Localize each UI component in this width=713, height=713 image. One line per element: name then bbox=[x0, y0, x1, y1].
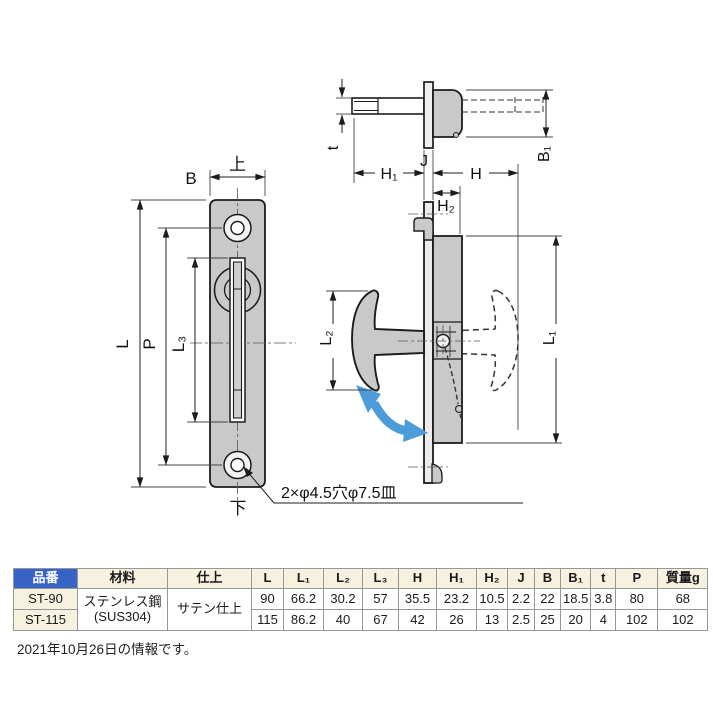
dim-band: H₁ H J H₂ bbox=[353, 118, 519, 430]
technical-drawing: B 上 L P L₃ 下 2×φ4.5穴φ7.5皿 bbox=[113, 79, 564, 518]
value-cell: 35.5 bbox=[398, 588, 437, 610]
value-cell: 13 bbox=[476, 609, 508, 631]
value-cell: 3.8 bbox=[590, 588, 617, 610]
value-cell: 102 bbox=[615, 609, 659, 631]
col-header-H1: H₁ bbox=[436, 568, 477, 589]
dim-B1: B₁ bbox=[466, 89, 553, 162]
top-view: t B₁ bbox=[325, 79, 553, 162]
bottom-foot bbox=[431, 463, 443, 484]
dim-L2: L₂ bbox=[318, 290, 372, 391]
col-header-mass: 質量g bbox=[657, 568, 709, 589]
dim-L3: L₃ bbox=[169, 257, 228, 423]
spring-arm-dashed bbox=[444, 347, 464, 421]
value-cell: 23.2 bbox=[436, 588, 477, 610]
label-bottom: 下 bbox=[230, 499, 247, 518]
value-cell: 86.2 bbox=[283, 609, 324, 631]
value-cell: 4 bbox=[590, 609, 617, 631]
dim-H1: H₁ bbox=[381, 166, 398, 183]
part-no-cell: ST-90 bbox=[13, 588, 78, 610]
value-cell: 80 bbox=[615, 588, 659, 610]
handle-open-solid bbox=[351, 289, 425, 392]
table-row-st90: ST-90 ステンレス鋼 (SUS304) サテン仕上 90 66.2 30.2… bbox=[13, 588, 709, 631]
svg-text:P: P bbox=[140, 338, 159, 349]
top-handle-bar bbox=[351, 97, 425, 115]
col-header-part-no: 品番 bbox=[13, 568, 78, 589]
svg-text:L: L bbox=[113, 339, 132, 348]
dim-L1: L₁ bbox=[466, 235, 564, 444]
col-header-L1: L₁ bbox=[283, 568, 324, 589]
side-view: L₂ L₁ bbox=[318, 201, 564, 484]
hidden-screw-lines bbox=[462, 97, 544, 115]
dim-B: B bbox=[185, 169, 266, 196]
dim-L: L bbox=[113, 199, 206, 488]
dim-t: t bbox=[325, 79, 352, 150]
handle-edge bbox=[232, 261, 243, 419]
side-plate bbox=[423, 201, 434, 484]
value-cell: 2.2 bbox=[507, 588, 535, 610]
screw-hole-bottom bbox=[223, 450, 252, 480]
svg-text:t: t bbox=[325, 145, 342, 150]
col-header-P: P bbox=[615, 568, 659, 589]
svg-text:B₁: B₁ bbox=[536, 146, 553, 162]
spec-table: 品番 材料 仕上 L L₁ L₂ L₃ H H₁ H₂ J B B₁ t P 質… bbox=[13, 568, 709, 631]
value-cell: 20 bbox=[559, 609, 592, 631]
col-header-J: J bbox=[507, 568, 535, 589]
col-header-L: L bbox=[251, 568, 284, 589]
col-header-finish: 仕上 bbox=[167, 568, 252, 589]
value-cell: 57 bbox=[362, 588, 399, 610]
col-header-B1: B₁ bbox=[559, 568, 592, 589]
pivot-centerlines bbox=[398, 213, 480, 468]
dim-P: P bbox=[140, 227, 222, 466]
col-header-H2: H₂ bbox=[476, 568, 508, 589]
value-cell: 22 bbox=[534, 588, 561, 610]
value-cell: 42 bbox=[398, 609, 437, 631]
svg-text:L₁: L₁ bbox=[541, 331, 558, 345]
value-cell: 26 bbox=[436, 609, 477, 631]
part-no-cell: ST-115 bbox=[13, 609, 78, 631]
table-row-st115: ST-115 115 86.2 40 67 42 26 13 2.5 25 20… bbox=[13, 609, 709, 631]
top-body bbox=[432, 89, 463, 138]
top-hook bbox=[413, 217, 434, 241]
info-date-note: 2021年10月26日の情報です。 bbox=[17, 642, 198, 657]
dim-H: H bbox=[470, 166, 482, 183]
material-line1: ステンレス鋼 bbox=[83, 594, 162, 610]
finish-cell: サテン仕上 bbox=[167, 588, 252, 631]
value-cell: 67 bbox=[362, 609, 399, 631]
value-cell: 25 bbox=[534, 609, 561, 631]
col-header-L3: L₃ bbox=[362, 568, 399, 589]
svg-text:B: B bbox=[185, 169, 196, 188]
svg-text:L₃: L₃ bbox=[169, 336, 188, 352]
value-cell: 30.2 bbox=[323, 588, 363, 610]
svg-text:2×φ4.5穴φ7.5皿: 2×φ4.5穴φ7.5皿 bbox=[281, 484, 396, 502]
material-line2: (SUS304) bbox=[93, 608, 152, 624]
value-cell: 10.5 bbox=[476, 588, 508, 610]
col-header-H: H bbox=[398, 568, 437, 589]
value-cell: 66.2 bbox=[283, 588, 324, 610]
col-header-B: B bbox=[534, 568, 561, 589]
value-cell: 115 bbox=[251, 609, 284, 631]
dim-J: J bbox=[420, 153, 428, 170]
hole-note: 2×φ4.5穴φ7.5皿 bbox=[243, 466, 523, 504]
front-view: B 上 L P L₃ 下 2×φ4.5穴φ7.5皿 bbox=[113, 155, 523, 518]
col-header-material: 材料 bbox=[77, 568, 168, 589]
value-cell: 40 bbox=[323, 609, 363, 631]
label-top: 上 bbox=[229, 155, 246, 174]
handle-folded-dashed bbox=[445, 289, 519, 392]
value-cell: 90 bbox=[251, 588, 284, 610]
table-header-row: 品番 材料 仕上 L L₁ L₂ L₃ H H₁ H₂ J B B₁ t P 質… bbox=[13, 568, 709, 589]
svg-text:L₂: L₂ bbox=[318, 330, 335, 345]
top-plate bbox=[423, 81, 434, 149]
screw-hole-top bbox=[223, 213, 252, 243]
mass-cell: 102 bbox=[657, 609, 709, 631]
value-cell: 18.5 bbox=[559, 588, 592, 610]
detent-bump bbox=[453, 132, 459, 138]
material-cell: ステンレス鋼 (SUS304) bbox=[77, 588, 168, 631]
dim-H2: H₂ bbox=[437, 198, 455, 215]
mass-cell: 68 bbox=[657, 588, 709, 610]
value-cell: 2.5 bbox=[507, 609, 535, 631]
col-header-L2: L₂ bbox=[323, 568, 363, 589]
rotate-arrow bbox=[356, 385, 428, 442]
col-header-t: t bbox=[590, 568, 617, 589]
